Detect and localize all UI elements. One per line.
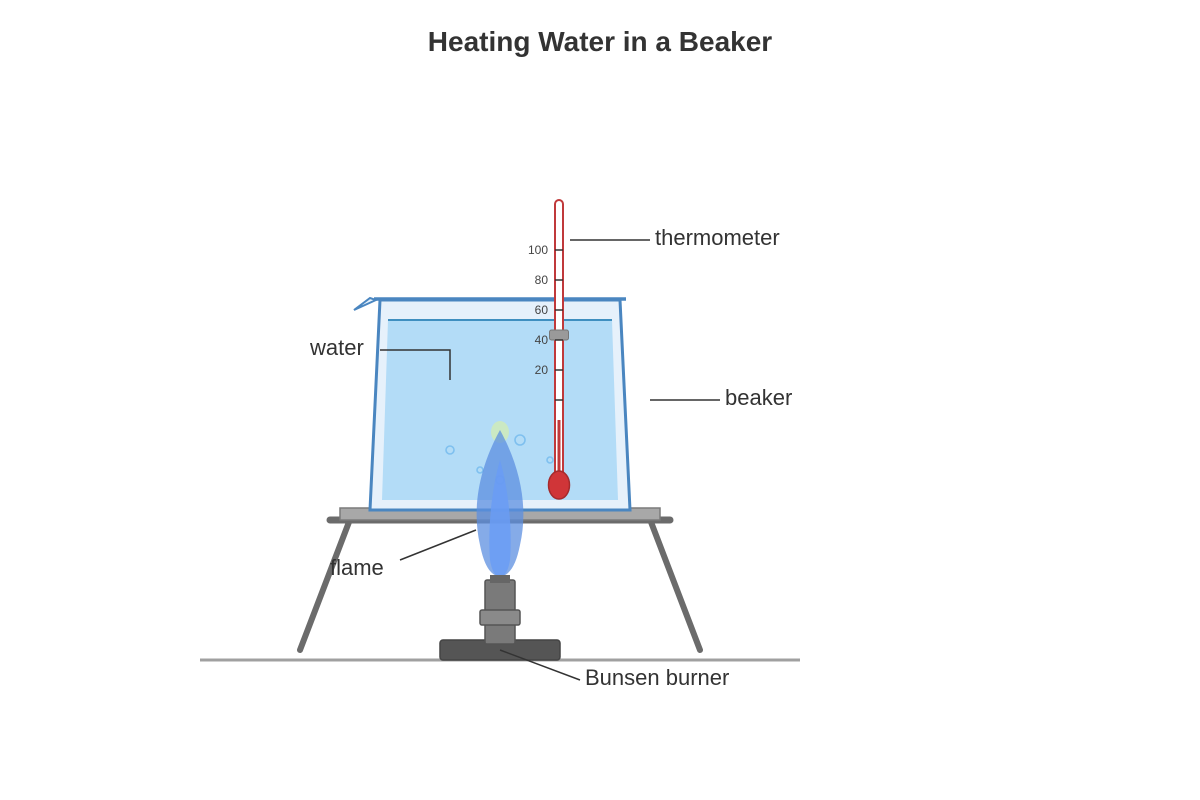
scale-label-60: 60 [535, 303, 549, 317]
tripod-leg-right [648, 519, 703, 653]
thermometer-clamp [549, 329, 569, 341]
diagram-title: Heating Water in a Beaker [428, 26, 773, 57]
scale-label-100: 100 [528, 243, 548, 257]
flame-label: flame [330, 555, 384, 580]
scale-label-20: 20 [535, 363, 549, 377]
flame [476, 421, 524, 577]
thermometer-label: thermometer [655, 225, 780, 250]
thermometer-ticks [555, 249, 563, 401]
beaker-spout [353, 296, 379, 311]
thermometer: 100 80 60 40 20 [528, 199, 571, 500]
beaker-label: beaker [725, 385, 792, 410]
thermometer-bulb [547, 470, 571, 500]
thermometer-mercury [557, 420, 561, 480]
bunsen-burner [439, 575, 561, 661]
burner-nozzle [490, 575, 510, 583]
water-leader-line [380, 349, 451, 380]
water-label: water [309, 335, 364, 360]
tripod-leg-left [297, 519, 352, 653]
scale-label-80: 80 [535, 273, 549, 287]
scale-label-40: 40 [535, 333, 549, 347]
bubble [546, 456, 554, 464]
burner-leader-line [499, 649, 581, 681]
burner-collar [479, 609, 521, 626]
bunsen-burner-label: Bunsen burner [585, 665, 729, 690]
bubble [514, 434, 526, 446]
flame-leader-line [399, 529, 477, 561]
flame-inner [489, 460, 511, 577]
bubble [476, 466, 484, 474]
bubble [445, 445, 455, 455]
